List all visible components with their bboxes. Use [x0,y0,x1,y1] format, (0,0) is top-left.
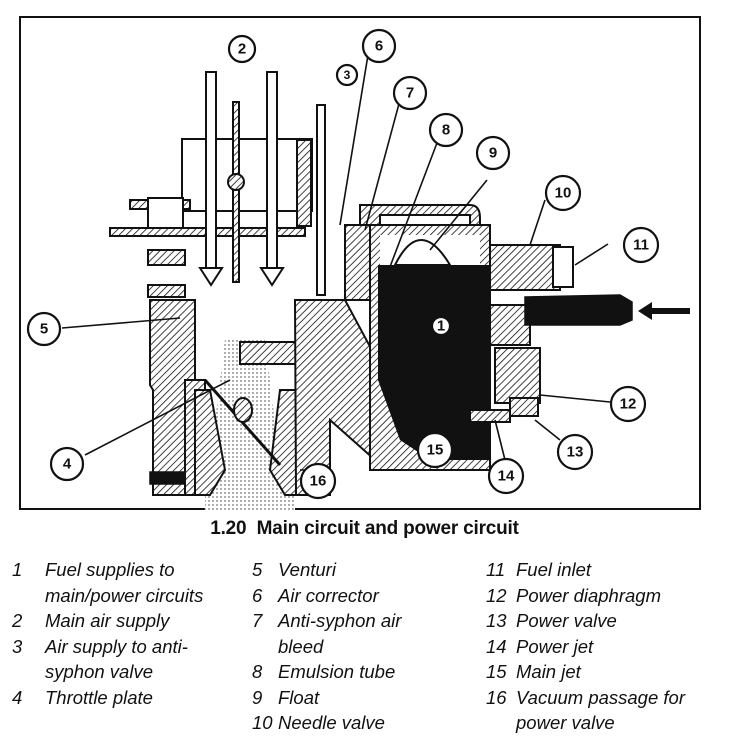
svg-text:10: 10 [555,185,572,202]
main-air-arrows [198,71,326,296]
callout-12: 12 [609,385,647,423]
power-valve-assembly [469,347,541,423]
callout-1: 1 [430,315,452,337]
legend-number: 9 [252,686,263,708]
legend-number: 6 [252,584,263,606]
callout-9: 9 [475,135,511,171]
legend-label: Fuel supplies to main/power circuits [45,559,204,606]
legend-item: 6 Air corrector [252,583,472,609]
legend-item: 5 Venturi [252,557,472,583]
svg-text:14: 14 [498,468,515,485]
legend-item: 3 Air supply to anti-syphon valve [12,634,242,685]
svg-text:13: 13 [567,444,584,461]
svg-text:15: 15 [427,442,444,459]
svg-text:11: 11 [633,237,649,254]
svg-text:16: 16 [310,473,327,490]
choke-spindle [232,101,240,283]
callout-8: 8 [428,112,464,148]
svg-text:7: 7 [406,85,414,102]
callout-14: 14 [487,457,525,495]
legend-number: 8 [252,661,263,682]
legend-item: 9 Float [252,685,472,711]
legend-number: 7 [252,610,263,631]
svg-text:9: 9 [489,145,497,162]
leader-lines [61,54,611,471]
caption-title: Main circuit and power circuit [256,518,519,539]
svg-text:4: 4 [63,456,72,473]
legend-column-3: 11 Fuel inlet 12 Power diaphragm 13 Power v… [486,557,726,736]
legend-item: 7 Anti-syphon air bleed [252,608,472,659]
legend-number: 10 [252,712,273,733]
legend-item: 13 Power valve [486,608,726,634]
caption-number: 1.20 [210,518,247,539]
legend-label: Needle valve [278,712,385,733]
callout-5: 5 [26,311,62,347]
svg-text:6: 6 [375,38,383,55]
svg-text:5: 5 [40,321,48,338]
legend-item: 16 Vacuum passage for power valve [486,685,726,736]
callout-11: 11 [622,226,660,264]
legend-label: Fuel inlet [516,559,592,580]
legend-number: 5 [252,559,263,580]
needle-valve-housing [489,244,574,346]
svg-text:2: 2 [238,41,246,58]
legend-label: Main jet [516,661,581,682]
legend-label: Power jet [516,635,594,657]
callout-16: 16 [299,462,337,500]
legend-label: Float [278,686,320,708]
legend-number: 13 [486,610,507,631]
legend-label: Air corrector [278,584,379,606]
legend-label: Throttle plate [45,686,153,708]
legend-item: 14 Power jet [486,634,726,660]
float [393,239,452,266]
callout-15: 15 [416,431,454,469]
throttle-spindle [233,397,253,423]
callout-3: 3 [335,63,359,87]
callout-10: 10 [544,174,582,212]
legend-item: 2 Main air supply [12,608,242,634]
legend-item: 4 Throttle plate [12,685,242,711]
legend-number: 1 [12,559,23,580]
legend-number: 4 [12,686,23,708]
legend-label: Vacuum passage for power valve [516,686,685,734]
legend-item: 15 Main jet [486,659,726,685]
callout-2: 2 [227,34,257,64]
fuel-flow-arrow [436,344,468,389]
legend-number: 2 [12,610,23,631]
legend-label: Power valve [516,610,617,631]
choke-pivot [227,173,245,191]
callout-6: 6 [361,28,397,64]
figure-caption: 1.20 Main circuit and power circuit [0,518,729,540]
legend-label: Air supply to anti-syphon valve [45,635,188,683]
figure-frame [19,16,701,510]
svg-text:12: 12 [620,396,637,413]
svg-text:8: 8 [442,122,450,139]
svg-text:3: 3 [344,68,351,82]
legend-number: 14 [486,635,507,657]
legend-label: Venturi [278,559,336,580]
legend-number: 16 [486,686,507,708]
legend-number: 15 [486,661,507,682]
legend-label: Emulsion tube [278,661,396,682]
callout-13: 13 [556,433,594,471]
callout-4: 4 [49,446,85,482]
legend-column-1: 1 Fuel supplies to main/power circuits 2 M… [12,557,242,710]
legend-item: 1 Fuel supplies to main/power circuits [12,557,242,608]
callout-7: 7 [392,75,428,111]
fuel-inlet-pipe [524,294,633,326]
legend-item: 12 Power diaphragm [486,583,726,609]
legend-item: 8 Emulsion tube [252,659,472,685]
legend-label: Power diaphragm [516,584,661,606]
svg-text:1: 1 [437,318,445,335]
legend-label: Anti-syphon air bleed [278,610,402,657]
fuel-inlet-arrow-icon [638,302,690,320]
carburettor-cutaway-diagram: 1 2 3 4 5 6 7 8 9 10 11 12 13 14 15 16 [19,16,701,512]
legend-item: 11 Fuel inlet [486,557,726,583]
legend-number: 12 [486,584,507,606]
legend-column-2: 5 Venturi 6 Air corrector 7 Anti-syphon air… [252,557,472,736]
legend-label: Main air supply [45,610,170,631]
legend-number: 3 [12,635,23,657]
legend-number: 11 [486,559,506,580]
